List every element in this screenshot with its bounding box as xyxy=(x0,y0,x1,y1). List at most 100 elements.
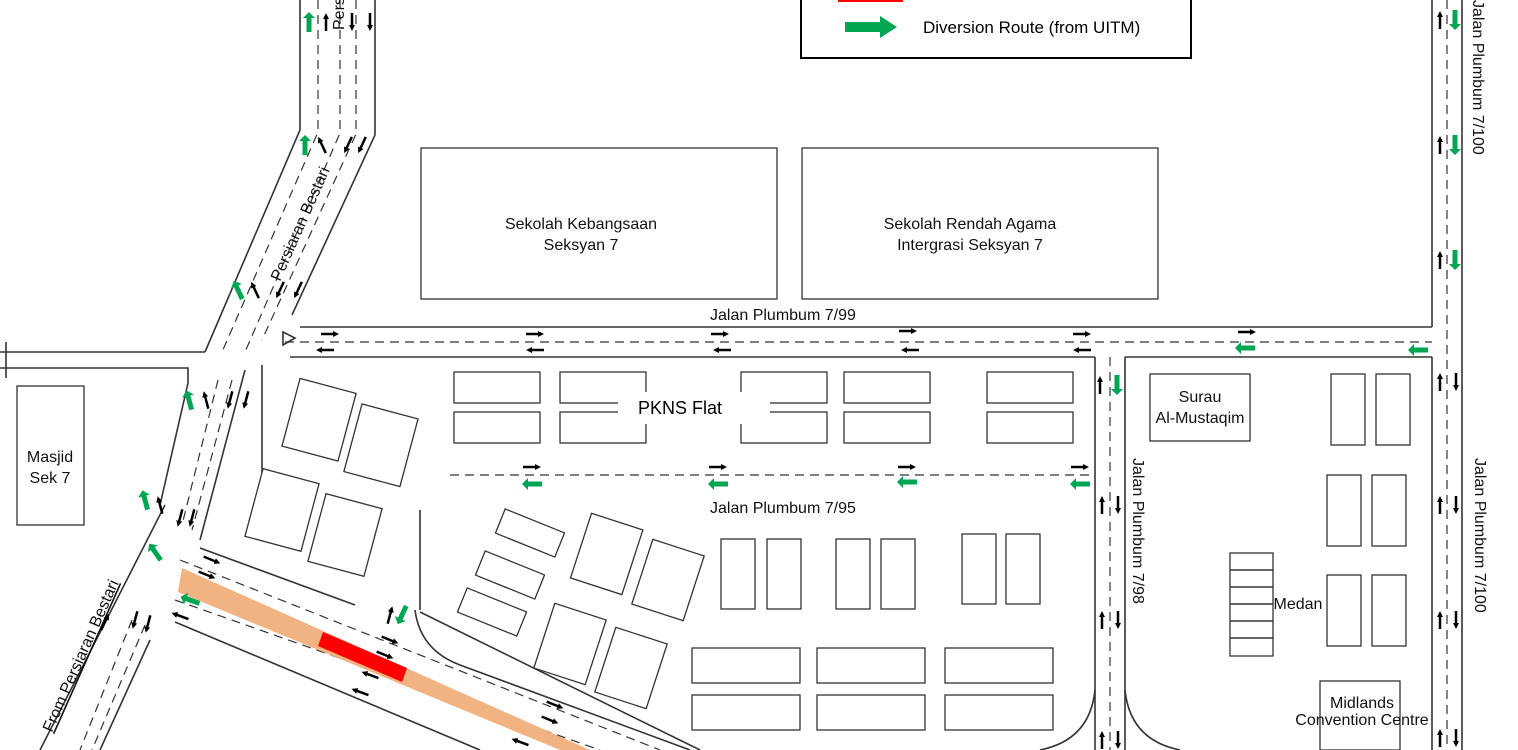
road-closure-zone xyxy=(318,632,407,682)
traffic-arrow-icon xyxy=(1437,729,1443,747)
traffic-arrow-icon xyxy=(1099,611,1105,629)
sekolah-agama-label: Sekolah Rendah Agama xyxy=(884,216,1057,233)
sekolah-kebangsaan: Sekolah Kebangsaan Seksyan 7 xyxy=(420,147,778,300)
road-label-plumbum-7-95: Jalan Plumbum 7/95 xyxy=(710,500,856,517)
traffic-arrow-icon xyxy=(351,688,369,697)
traffic-arrow-icon xyxy=(526,347,544,353)
closure-legend-swatch xyxy=(838,0,903,2)
traffic-arrow-icon xyxy=(526,331,544,337)
medan-label: Medan xyxy=(1274,596,1323,613)
diversion-arrow-icon xyxy=(147,543,163,562)
pkns-flat-blocks: PKNS Flat xyxy=(244,371,1074,731)
diversion-arrow-icon xyxy=(1449,10,1461,30)
traffic-arrow-icon xyxy=(358,136,367,154)
traffic-arrow-icon xyxy=(1453,729,1459,747)
road-label-plumbum-7-100-top: Jalan Plumbum 7/100 xyxy=(1469,0,1486,155)
traffic-arrow-icon xyxy=(709,464,727,470)
traffic-arrow-icon xyxy=(899,328,917,334)
traffic-arrow-icon xyxy=(386,606,394,625)
jalan-plumbum-7-98-road xyxy=(1039,357,1181,750)
diversion-arrow-icon xyxy=(303,12,315,32)
diversion-arrow-icon xyxy=(1449,135,1461,155)
traffic-arrow-icon xyxy=(242,390,250,409)
sekolah-kebangsaan-label: Sekolah Kebangsaan xyxy=(505,216,657,233)
traffic-arrow-icon xyxy=(376,650,394,659)
traffic-arrow-icon xyxy=(100,613,109,631)
diversion-arrow-icon xyxy=(708,478,728,490)
masjid-label-2: Sek 7 xyxy=(30,470,71,487)
diversion-arrow-icon xyxy=(138,490,151,511)
traffic-arrow-icon xyxy=(323,13,329,31)
traffic-arrow-icon xyxy=(276,281,285,299)
traffic-arrow-icon xyxy=(144,614,152,633)
jalan-plumbum-7-99-road xyxy=(282,326,1432,358)
traffic-arrow-icon xyxy=(156,496,164,515)
legend-label-diversion: Diversion Route (from UITM) xyxy=(923,18,1140,37)
sekolah-kebangsaan-label-2: Seksyan 7 xyxy=(544,237,619,254)
road-label-plumbum-7-100: Jalan Plumbum 7/100 xyxy=(1471,458,1488,613)
diversion-arrow-icon xyxy=(180,592,201,606)
traffic-arrow-icon xyxy=(198,570,216,579)
road-label-persiaran-top: Persi xyxy=(331,0,348,30)
traffic-arrow-icon xyxy=(1437,373,1443,391)
diversion-arrow-icon xyxy=(1070,478,1090,490)
pkns-flat-label: PKNS Flat xyxy=(638,398,722,418)
traffic-arrow-icon xyxy=(381,635,399,644)
traffic-arrow-icon xyxy=(1437,251,1443,269)
traffic-arrow-icon xyxy=(541,715,559,724)
traffic-arrow-icon xyxy=(1453,496,1459,514)
diversion-arrow-icon xyxy=(299,135,311,155)
traffic-arrow-icon xyxy=(188,508,196,527)
traffic-arrow-icon xyxy=(1453,373,1459,391)
legend: Diversion Route (from UITM) xyxy=(800,0,1192,59)
traffic-arrow-icon xyxy=(1099,731,1105,749)
traffic-arrow-icon xyxy=(511,738,529,747)
traffic-arrow-icon xyxy=(294,281,303,299)
traffic-arrow-icon xyxy=(711,331,729,337)
traffic-arrow-icon xyxy=(1437,496,1443,514)
traffic-arrow-icon xyxy=(1115,496,1121,514)
traffic-arrow-icon xyxy=(171,612,189,621)
traffic-arrow-icon xyxy=(316,347,334,353)
traffic-arrow-icon xyxy=(176,508,184,527)
road-label-plumbum-7-99: Jalan Plumbum 7/99 xyxy=(710,307,856,324)
traffic-arrow-icon xyxy=(1115,731,1121,749)
diversion-arrow-icon xyxy=(897,476,917,488)
diversion-arrow-icon xyxy=(230,280,245,301)
traffic-arrow-icon xyxy=(1073,347,1091,353)
traffic-arrow-icon xyxy=(546,700,564,709)
traffic-arrow-icon xyxy=(523,464,541,470)
traffic-arrow-icon xyxy=(1437,611,1443,629)
traffic-arrow-icon xyxy=(1099,496,1105,514)
traffic-arrow-icon xyxy=(901,347,919,353)
traffic-arrow-icon xyxy=(1073,331,1091,337)
surau-al-mustaqim: Surau Al-Mustaqim xyxy=(1149,373,1251,442)
green-arrow-icon xyxy=(845,16,897,38)
traffic-arrow-icon xyxy=(226,390,234,409)
sekolah-agama-label-2: Intergrasi Seksyan 7 xyxy=(897,237,1043,254)
traffic-arrow-icon xyxy=(1097,376,1103,394)
midlands-label: Midlands xyxy=(1330,695,1394,712)
diversion-arrow-icon xyxy=(1111,375,1123,395)
traffic-arrow-icon xyxy=(1071,464,1089,470)
diagonal-main-road xyxy=(174,547,701,750)
traffic-arrow-icon xyxy=(367,13,373,31)
traffic-arrow-icon xyxy=(1437,136,1443,154)
traffic-arrow-icon xyxy=(321,331,339,337)
traffic-arrow-icon xyxy=(713,347,731,353)
traffic-arrow-icon xyxy=(349,13,355,31)
traffic-arrow-icon xyxy=(344,136,353,154)
road-label-from-persiaran-bestari: From Persiaran Bestari xyxy=(40,577,122,734)
jalan-plumbum-7-100-road xyxy=(1431,0,1463,750)
road-label-plumbum-7-98: Jalan Plumbum 7/98 xyxy=(1129,458,1146,604)
traffic-arrow-icon xyxy=(1453,611,1459,629)
traffic-arrow-icon xyxy=(898,464,916,470)
masjid-sek-7: Masjid Sek 7 xyxy=(16,385,85,526)
sekolah-rendah-agama: Sekolah Rendah Agama Intergrasi Seksyan … xyxy=(801,147,1159,300)
diversion-arrow-icon xyxy=(394,604,409,625)
traffic-arrow-icon xyxy=(202,391,210,410)
traffic-arrow-icon xyxy=(1437,11,1443,29)
traffic-arrow-icon xyxy=(251,281,260,299)
diversion-arrow-icon xyxy=(1235,342,1255,354)
